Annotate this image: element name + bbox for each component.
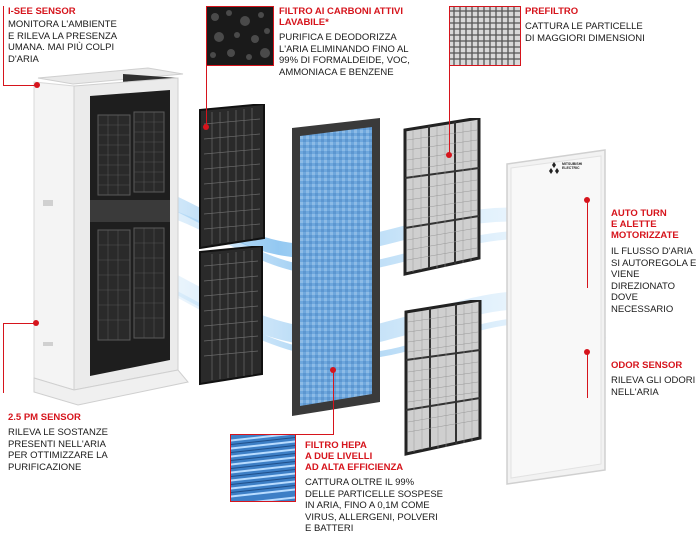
purifier-body xyxy=(33,67,189,406)
isee-callout: I-SEE SENSOR MONITORA L'AMBIENTE E RILEV… xyxy=(8,6,148,65)
prefilter-text-line-1: CATTURA LE PARTICELLE xyxy=(525,21,643,32)
odor-marker-dot xyxy=(584,349,590,355)
carbon-text-line-2: L'ARIA ELIMINANDO FINO AL xyxy=(279,43,409,55)
isee-leader-line-h xyxy=(3,85,37,86)
hepa-title-line-3: AD ALTA EFFICIENZA xyxy=(305,462,404,473)
autoturn-title-line-1: AUTO TURN xyxy=(611,208,667,219)
autoturn-title-line-3: MOTORIZZATE xyxy=(611,230,679,241)
carbon-title-line-1: FILTRO AI CARBONI ATTIVI xyxy=(279,6,404,17)
isee-marker-dot xyxy=(34,82,40,88)
hepa-text-line-1: CATTURA OLTRE IL 99% xyxy=(305,477,415,488)
hepa-leader-line xyxy=(294,434,308,435)
prefilter-bottom xyxy=(404,300,482,456)
odor-title: ODOR SENSOR xyxy=(611,360,683,371)
prefilter-leader-line xyxy=(449,64,450,154)
prefilter-text-line-2: DI MAGGIORI DIMENSIONI xyxy=(525,32,645,44)
pm25-text-line-4: PURIFICAZIONE xyxy=(8,461,82,473)
hepa-title-line-1: FILTRO HEPA xyxy=(305,440,367,451)
prefilter-thumbnail xyxy=(449,6,521,66)
hepa-text-line-5: E BATTERI xyxy=(305,523,354,534)
carbon-text-line-1: PURIFICA E DEODORIZZA xyxy=(279,32,397,43)
hepa-filter xyxy=(292,118,380,416)
isee-text-line-3: UMANA. MAI PIÙ COLPI xyxy=(8,42,115,53)
hepa-leader-line-h2 xyxy=(308,434,334,435)
pm25-title: 2.5 PM SENSOR xyxy=(8,412,81,423)
pm25-text-line-3: PER OTTIMIZZARE LA xyxy=(8,450,108,461)
carbon-filter-top xyxy=(199,104,265,249)
autoturn-text-line-1: IL FLUSSO D'ARIA xyxy=(611,246,693,257)
carbon-text-line-4: AMMONIACA E BENZENE xyxy=(279,66,394,78)
carbon-thumbnail xyxy=(206,6,274,66)
prefilter-callout: PREFILTRO CATTURA LE PARTICELLE DI MAGGI… xyxy=(525,6,695,44)
carbon-text-line-3: 99% DI FORMALDEIDE, VOC, xyxy=(279,55,410,66)
autoturn-callout: AUTO TURN E ALETTE MOTORIZZATE IL FLUSSO… xyxy=(611,208,699,315)
odor-text-line-1: RILEVA GLI ODORI xyxy=(611,375,696,386)
autoturn-text-line-2: SI AUTOREGOLA E xyxy=(611,257,697,269)
prefilter-top xyxy=(403,118,481,276)
prefilter-title: PREFILTRO xyxy=(525,6,579,17)
pm25-marker-dot xyxy=(33,320,39,326)
carbon-leader-line xyxy=(206,64,207,126)
hepa-leader-line-v xyxy=(333,370,334,434)
pm25-leader-line-h xyxy=(3,323,36,324)
pm25-text-line-2: PRESENTI NELL'ARIA xyxy=(8,438,106,450)
autoturn-leader-line xyxy=(587,200,588,288)
isee-title: I-SEE SENSOR xyxy=(8,6,76,17)
carbon-title-line-2: LAVABILE* xyxy=(279,17,329,28)
carbon-marker-dot xyxy=(203,124,209,130)
autoturn-title-line-2: E ALETTE xyxy=(611,219,657,230)
hepa-thumbnail xyxy=(230,434,296,502)
isee-text-line-4: D'ARIA xyxy=(8,53,39,65)
hepa-marker-dot xyxy=(330,367,336,373)
brand-logo: MITSUBISHI ELECTRIC xyxy=(548,162,588,174)
isee-leader-line xyxy=(3,6,4,86)
isee-text-line-2: E RILEVA LA PRESENZA xyxy=(8,30,118,42)
brand-logo-line-2: ELECTRIC xyxy=(562,166,580,170)
front-panel xyxy=(506,149,606,485)
carbon-callout: FILTRO AI CARBONI ATTIVI LAVABILE* PURIF… xyxy=(279,6,439,78)
pm25-callout: 2.5 PM SENSOR RILEVA LE SOSTANZE PRESENT… xyxy=(8,412,148,473)
hepa-callout: FILTRO HEPA A DUE LIVELLI AD ALTA EFFICI… xyxy=(305,440,465,535)
odor-leader-line xyxy=(587,352,588,398)
autoturn-text-line-4: DOVE NECESSARIO xyxy=(611,292,674,315)
carbon-filter-bottom xyxy=(199,246,263,386)
hepa-text-line-4: VIRUS, ALLERGENI, POLVERI xyxy=(305,511,438,523)
pm25-leader-line xyxy=(3,323,4,393)
prefilter-marker-dot xyxy=(446,152,452,158)
pm25-text-line-1: RILEVA LE SOSTANZE xyxy=(8,427,108,438)
hepa-text-line-3: IN ARIA, FINO A 0,1M COME xyxy=(305,500,430,511)
hepa-text-line-2: DELLE PARTICELLE SOSPESE xyxy=(305,488,443,500)
brand-logo-line-1: MITSUBISHI xyxy=(562,162,583,166)
hepa-title-line-2: A DUE LIVELLI xyxy=(305,451,373,462)
autoturn-marker-dot xyxy=(584,197,590,203)
odor-callout: ODOR SENSOR RILEVA GLI ODORI NELL'ARIA xyxy=(611,360,699,398)
autoturn-text-line-3: VIENE DIREZIONATO xyxy=(611,269,676,292)
mitsubishi-diamonds-icon xyxy=(549,162,559,174)
odor-text-line-2: NELL'ARIA xyxy=(611,386,659,398)
isee-text-line-1: MONITORA L'AMBIENTE xyxy=(8,19,117,30)
